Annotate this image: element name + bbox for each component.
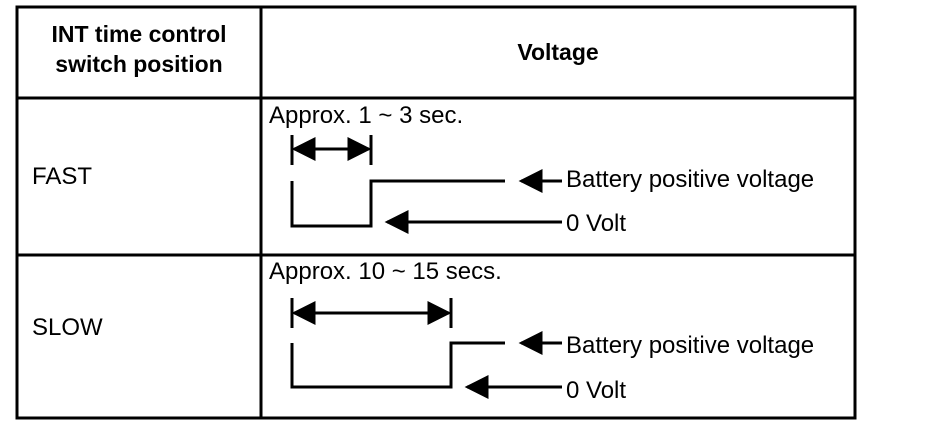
voltage-pulse — [290, 341, 505, 389]
table-grid — [15, 5, 857, 420]
waveform-fast — [290, 135, 562, 234]
table-row-fast: FAST Approx. 1 ~ 3 sec. Battery positive… — [32, 102, 814, 237]
battery-voltage-label: Battery positive voltage — [566, 332, 814, 359]
waveform-slow — [290, 298, 562, 399]
position-label: SLOW — [32, 314, 103, 341]
header-col1-line2: switch position — [55, 51, 222, 77]
zero-volt-label: 0 Volt — [566, 210, 626, 237]
battery-voltage-label: Battery positive voltage — [566, 166, 814, 193]
table-header: INT time control switch position Voltage — [51, 21, 598, 77]
voltage-pulse — [290, 179, 505, 228]
table-row-slow: SLOW Approx. 10 ~ 15 secs. Battery posit… — [32, 258, 814, 404]
position-label: FAST — [32, 163, 92, 190]
zero-volt-label: 0 Volt — [566, 377, 626, 404]
header-col1-line1: INT time control — [51, 21, 226, 47]
table-border — [15, 5, 857, 420]
duration-label: Approx. 1 ~ 3 sec. — [269, 102, 463, 129]
header-col2: Voltage — [517, 39, 598, 65]
duration-label: Approx. 10 ~ 15 secs. — [269, 258, 502, 285]
